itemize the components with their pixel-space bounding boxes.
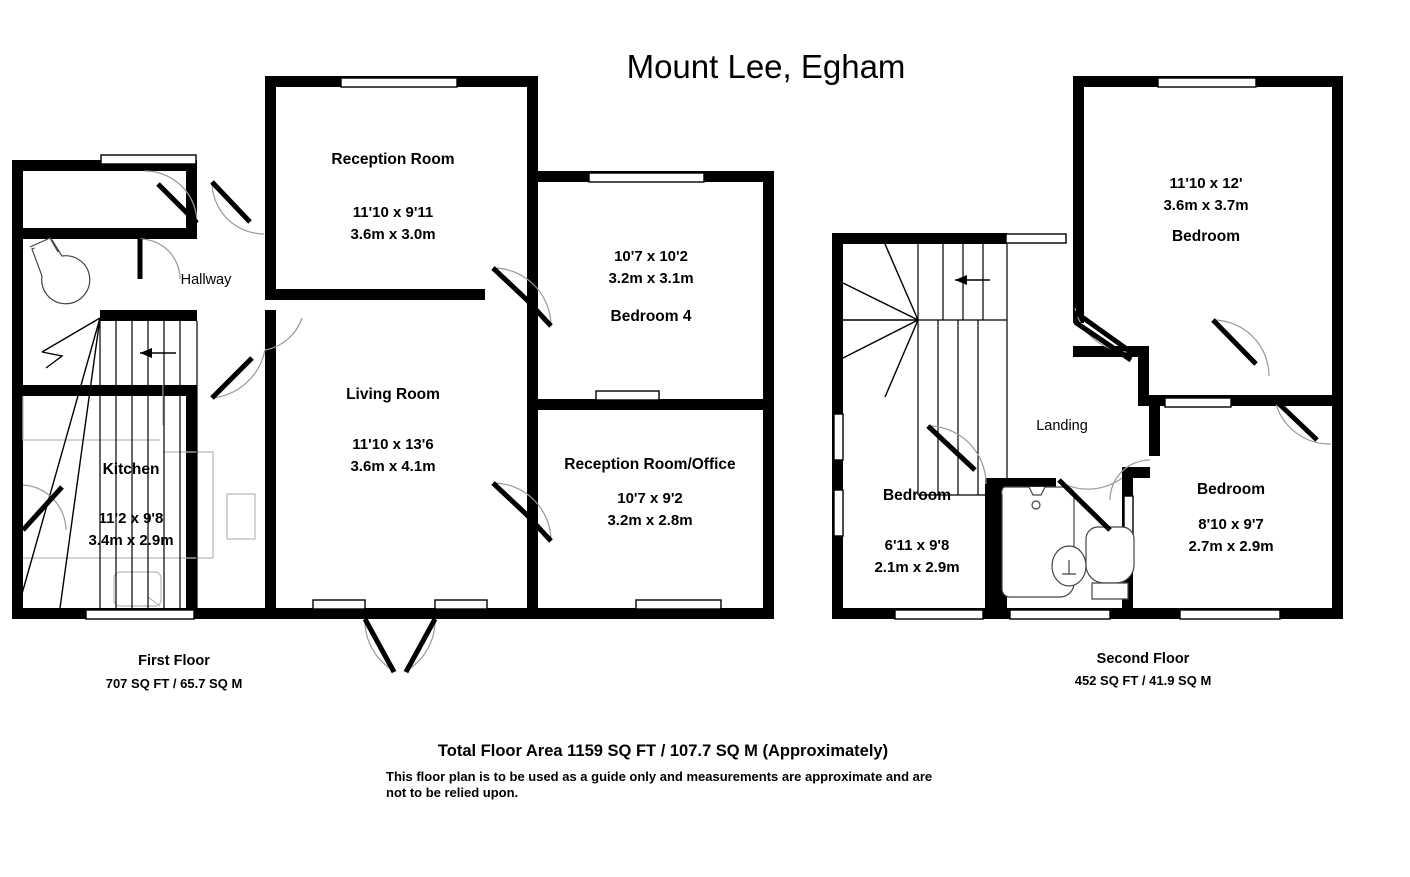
bathroom-fixtures: [1001, 486, 1135, 600]
room-label-bedroom-4: Bedroom 4: [611, 308, 692, 325]
window-office-top: [595, 390, 660, 401]
window-bedroom4-top: [588, 172, 705, 183]
room-dim-metric-bedroom-small: 2.1m x 2.9m: [874, 559, 959, 576]
room-label-bedroom-master: Bedroom: [1172, 228, 1240, 245]
bath-taps-icon: [1028, 486, 1046, 496]
first-floor-staircase: [17, 317, 198, 609]
room-label-living-room: Living Room: [346, 386, 440, 403]
room-dim-imperial-living-room: 11'10 x 13'6: [352, 436, 433, 453]
total-floor-area: Total Floor Area 1159 SQ FT / 107.7 SQ M…: [438, 742, 888, 760]
kitchen-counter-upper: [22, 396, 160, 441]
kitchen-fixtures: [22, 385, 256, 607]
room-dim-imperial-bedroom-small: 6'11 x 9'8: [885, 537, 950, 554]
window-living-bottom-right: [434, 599, 488, 610]
window-landing-top: [1005, 233, 1067, 244]
room-label-landing: Landing: [1036, 418, 1088, 434]
room-dim-metric-reception-room-office: 3.2m x 2.8m: [607, 512, 692, 529]
room-dim-imperial-bedroom-master: 11'10 x 12': [1169, 175, 1242, 192]
room-label-reception-room: Reception Room: [331, 151, 454, 168]
first-floor-windows: [85, 77, 722, 620]
floor-label-second-floor: Second Floor: [1097, 651, 1190, 667]
footer-block: Total Floor Area 1159 SQ FT / 107.7 SQ M…: [386, 742, 932, 800]
room-dim-metric-living-room: 3.6m x 4.1m: [350, 458, 435, 475]
window-bedroom-small-left-upper: [833, 413, 844, 461]
stair-arrowhead-first: [140, 348, 152, 358]
window-bathroom-bottom: [1009, 609, 1111, 620]
window-reception-top: [340, 77, 458, 88]
room-dim-imperial-bedroom-third: 8'10 x 9'7: [1198, 516, 1264, 533]
room-dim-imperial-kitchen: 11'2 x 9'8: [99, 510, 164, 527]
page-title: Mount Lee, Egham: [627, 48, 906, 85]
window-bedroom-third-bottom: [1179, 609, 1281, 620]
first-floor-walls: [12, 76, 774, 619]
wc-toilet-icon: [29, 237, 91, 305]
room-label-reception-room-office: Reception Room/Office: [564, 456, 736, 473]
room-label-kitchen: Kitchen: [103, 461, 160, 478]
first-floor-plan: Reception Room 11'10 x 9'11 3.6m x 3.0m …: [12, 76, 774, 691]
room-dim-imperial-bedroom-4: 10'7 x 10'2: [614, 248, 688, 265]
room-label-bedroom-third: Bedroom: [1197, 481, 1265, 498]
kitchen-unit-mark: [147, 596, 161, 607]
room-label-hallway: Hallway: [181, 272, 233, 288]
kitchen-counter-lower: [23, 451, 214, 559]
floor-area-second-floor: 452 SQ FT / 41.9 SQ M: [1075, 673, 1212, 688]
window-bedroom-small-bottom: [894, 609, 984, 620]
sink-taps-icon: [1062, 560, 1076, 575]
room-dim-metric-reception-room: 3.6m x 3.0m: [350, 226, 435, 243]
floor-label-first-floor: First Floor: [138, 653, 210, 669]
room-dim-metric-kitchen: 3.4m x 2.9m: [88, 532, 173, 549]
second-floor-staircase: [842, 243, 1008, 496]
bath-plug-icon: [1031, 500, 1041, 510]
window-bedroom-third-top: [1164, 397, 1232, 408]
second-floor-doors: [926, 307, 1332, 532]
room-dim-metric-bedroom-third: 2.7m x 2.9m: [1188, 538, 1273, 555]
room-dim-imperial-reception-room-office: 10'7 x 9'2: [617, 490, 683, 507]
window-kitchen-bottom: [85, 609, 195, 620]
first-floor-doors: [21, 170, 553, 674]
room-dim-imperial-reception-room: 11'10 x 9'11: [353, 204, 434, 221]
window-office-bottom: [635, 599, 722, 610]
window-master-top: [1157, 77, 1257, 88]
room-dim-metric-bedroom-master: 3.6m x 3.7m: [1163, 197, 1248, 214]
room-dim-metric-bedroom-4: 3.2m x 3.1m: [608, 270, 693, 287]
stair-arrowhead-second: [955, 275, 967, 285]
second-floor-windows: [833, 77, 1281, 620]
toilet-cistern-icon: [1091, 582, 1129, 600]
kitchen-sink-unit: [113, 571, 162, 607]
disclaimer-line-2: not to be relied upon.: [386, 785, 518, 800]
window-bedroom-small-left-lower: [833, 489, 844, 537]
room-label-bedroom-small: Bedroom: [883, 487, 951, 504]
kitchen-appliance: [226, 493, 256, 540]
window-wc-top: [100, 154, 197, 165]
toilet-icon: [1085, 526, 1135, 584]
disclaimer-line-1: This floor plan is to be used as a guide…: [386, 769, 932, 784]
floor-area-first-floor: 707 SQ FT / 65.7 SQ M: [106, 676, 243, 691]
second-floor-plan: 11'10 x 12' 3.6m x 3.7m Bedroom Bedroom …: [832, 76, 1343, 688]
window-living-bottom-left: [312, 599, 366, 610]
